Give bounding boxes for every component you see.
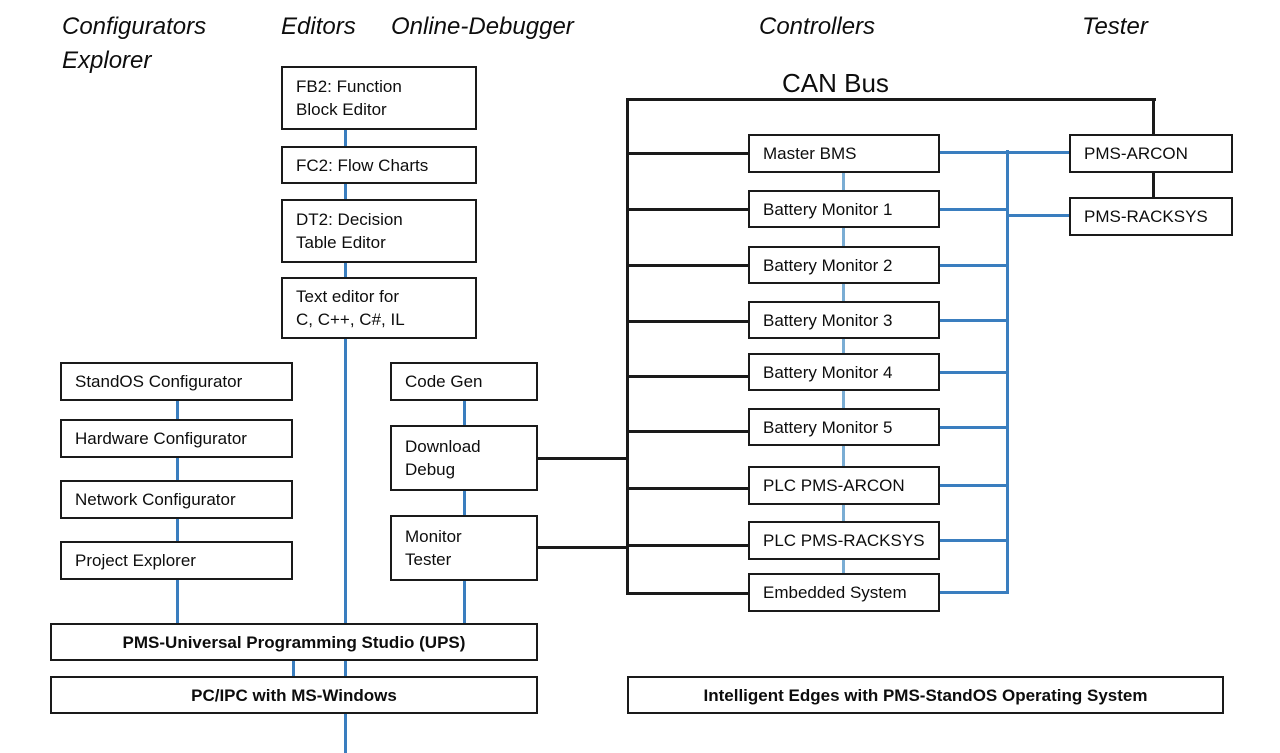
connector-embedded-to-trunk (938, 591, 1008, 595)
node-master-bms[interactable]: Master BMS (748, 134, 940, 173)
node-pms-racksys[interactable]: PMS-RACKSYS (1069, 197, 1233, 236)
connector-editors-spine (344, 128, 347, 753)
connector-trunk-to-pms-arcon (1006, 151, 1071, 155)
connector-bus-to-plc-pms-racksys (626, 544, 750, 548)
connector-master-bms-to-trunk (938, 151, 1008, 155)
node-hardware-configurator[interactable]: Hardware Configurator (60, 419, 293, 458)
canbus-left-trunk (626, 98, 630, 593)
header-configurators-explorer: Configurators Explorer (62, 13, 207, 74)
bar-pc-ipc-windows[interactable]: PC/IPC with MS-Windows (50, 676, 538, 714)
connector-trunk-to-pms-racksys (1006, 214, 1071, 218)
connector-arcon-to-racksys (1152, 172, 1156, 198)
node-embedded-system[interactable]: Embedded System (748, 573, 940, 612)
node-project-explorer[interactable]: Project Explorer (60, 541, 293, 580)
node-fb2-function-block-editor[interactable]: FB2: Function Block Editor (281, 66, 477, 130)
node-code-gen[interactable]: Code Gen (390, 362, 538, 401)
node-battery-monitor-3[interactable]: Battery Monitor 3 (748, 301, 940, 339)
node-battery-monitor-1[interactable]: Battery Monitor 1 (748, 190, 940, 228)
connector-bm1-to-trunk (938, 208, 1008, 212)
connector-bus-to-plc-pms-arcon (626, 487, 750, 491)
node-battery-monitor-4[interactable]: Battery Monitor 4 (748, 353, 940, 391)
connector-bus-to-battery-monitor-2 (626, 264, 750, 268)
connector-bm5-to-trunk (938, 426, 1008, 430)
node-fc2-flow-charts[interactable]: FC2: Flow Charts (281, 146, 477, 184)
header-editors: Editors (281, 13, 356, 40)
node-plc-pms-racksys[interactable]: PLC PMS-RACKSYS (748, 521, 940, 560)
connector-plc-arcon-to-trunk (938, 484, 1008, 488)
connector-bus-to-master-bms (626, 152, 750, 156)
canbus-top-rail (626, 98, 1156, 102)
connector-debugger-spine (463, 396, 466, 624)
node-dt2-decision-table-editor[interactable]: DT2: Decision Table Editor (281, 199, 477, 263)
node-text-editor[interactable]: Text editor for C, C++, C#, IL (281, 277, 477, 339)
connector-plc-racksys-to-trunk (938, 539, 1008, 543)
node-plc-pms-arcon[interactable]: PLC PMS-ARCON (748, 466, 940, 505)
connector-bus-to-battery-monitor-5 (626, 430, 750, 434)
canbus-right-drop (1152, 98, 1156, 136)
node-battery-monitor-2[interactable]: Battery Monitor 2 (748, 246, 940, 284)
connector-bus-to-battery-monitor-3 (626, 320, 750, 324)
header-online-debugger: Online-Debugger (391, 13, 574, 40)
connector-bus-to-battery-monitor-1 (626, 208, 750, 212)
connector-download-to-bus (538, 457, 629, 461)
node-battery-monitor-5[interactable]: Battery Monitor 5 (748, 408, 940, 446)
connector-bm2-to-trunk (938, 264, 1008, 268)
node-standos-configurator[interactable]: StandOS Configurator (60, 362, 293, 401)
connector-monitor-to-bus (538, 546, 629, 550)
connector-bm3-to-trunk (938, 319, 1008, 323)
node-download-debug[interactable]: Download Debug (390, 425, 538, 491)
connector-bm4-to-trunk (938, 371, 1008, 375)
node-pms-arcon[interactable]: PMS-ARCON (1069, 134, 1233, 173)
connector-ups-to-pc (292, 659, 295, 678)
diagram-canvas: Configurators Explorer Editors Online-De… (50, 13, 1233, 753)
connector-bus-to-battery-monitor-4 (626, 375, 750, 379)
node-monitor-tester[interactable]: Monitor Tester (390, 515, 538, 581)
canbus-label: CAN Bus (782, 68, 889, 98)
node-network-configurator[interactable]: Network Configurator (60, 480, 293, 519)
connector-bus-to-embedded-system (626, 592, 750, 596)
bar-pms-ups[interactable]: PMS-Universal Programming Studio (UPS) (50, 623, 538, 661)
header-tester: Tester (1082, 13, 1148, 40)
bar-intelligent-edges[interactable]: Intelligent Edges with PMS-StandOS Opera… (627, 676, 1224, 714)
header-controllers: Controllers (759, 13, 876, 40)
